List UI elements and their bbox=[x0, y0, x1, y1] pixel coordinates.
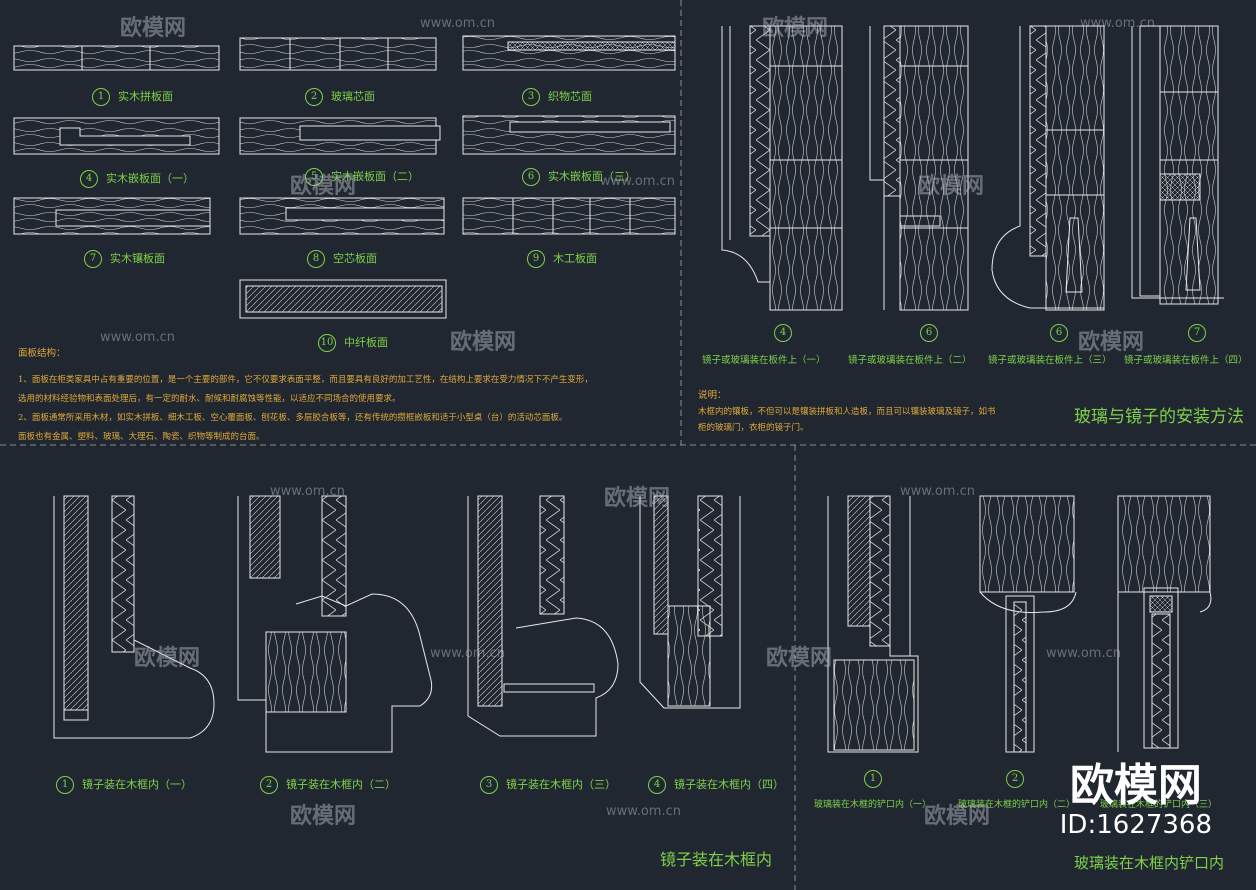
glass-groove-drawings bbox=[827, 495, 1212, 753]
notes-line-3: 2、面板通常所采用木材，如实木拼板、细木工板、空心覆面板、刨花板、多层胶合板等，… bbox=[18, 413, 568, 423]
glass-groove-label-1: 玻璃装在木框的铲口内（一） bbox=[814, 800, 932, 810]
glass-note-line-1: 木框内的镶板，不但可以是镶装拼板和人造板，而且可以镶装玻璃及镜子，如书 bbox=[698, 407, 996, 417]
notes-line-2: 选用的材料经验物和表面处理后，有一定的耐水、耐候和耐腐蚀等性能，以适应不同场合的… bbox=[18, 394, 401, 404]
panel-drawings bbox=[13, 35, 676, 319]
panel-structure-notes: 面板结构： 1、面板在柜类家具中占有重要的位置，是一个主要的部件，它不仅要求表面… bbox=[18, 344, 618, 447]
glass-groove-label-3: 玻璃装在木框的铲口内（三） bbox=[1100, 800, 1218, 810]
glass-install-label-4: 镜子或玻璃装在板件上（四） bbox=[1124, 355, 1248, 366]
stamp-brand: 欧模网 bbox=[1069, 760, 1202, 811]
glass-install-label-2: 镜子或玻璃装在板件上（二） bbox=[848, 355, 972, 366]
glass-install-label-3: 镜子或玻璃装在板件上（三） bbox=[988, 355, 1112, 366]
glass-note-title: 说明： bbox=[698, 390, 727, 401]
mirror-frame-drawings bbox=[53, 495, 741, 753]
glass-install-num-2: 6 bbox=[920, 324, 946, 342]
mirror-frame-title: 镜子装在木框内 bbox=[660, 850, 773, 869]
glass-install-num-4: 7 bbox=[1188, 324, 1214, 342]
notes-line-1: 1、面板在柜类家具中占有重要的位置，是一个主要的部件，它不仅要求表面平整，而且要… bbox=[18, 375, 593, 385]
glass-install-note: 说明： 木框内的镶板，不但可以是镶装拼板和人造板，而且可以镶装玻璃及镜子，如书 … bbox=[698, 388, 1028, 436]
glass-groove-label-2: 玻璃装在木框的铲口内（二） bbox=[958, 800, 1076, 810]
glass-groove-num-2: 2 bbox=[1006, 770, 1032, 788]
glass-install-title: 玻璃与镜子的安装方法 bbox=[1074, 407, 1244, 427]
glass-install-drawings bbox=[721, 25, 1224, 311]
glass-note-line-2: 柜的玻璃门，衣柜的镜子门。 bbox=[698, 423, 809, 433]
glass-groove-title: 玻璃装在木框内铲口内 bbox=[1074, 854, 1225, 872]
notes-title: 面板结构： bbox=[18, 348, 66, 359]
glass-install-label-1: 镜子或玻璃装在板件上（一） bbox=[702, 355, 826, 366]
glass-groove-num-1: 1 bbox=[864, 770, 890, 788]
stamp-id: ID:1627368 bbox=[1059, 810, 1212, 840]
glass-install-num-1: 4 bbox=[774, 324, 800, 342]
notes-line-4: 面板也有金属、塑料、玻璃、大理石、陶瓷、织物等制成的台面。 bbox=[18, 432, 265, 442]
glass-install-num-3: 6 bbox=[1050, 324, 1076, 342]
id-stamp: 欧模网 ID:1627368 bbox=[1059, 760, 1212, 841]
